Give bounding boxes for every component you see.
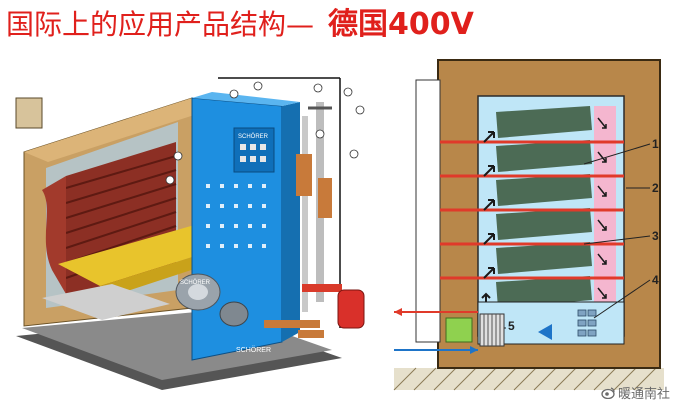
control-panel-dials <box>240 144 266 162</box>
heat-exchanger <box>577 309 597 337</box>
dryer-section-diagram: 1 2 3 4 5 <box>393 59 664 391</box>
supply-pipes <box>394 308 478 354</box>
fan-unit-grille <box>483 314 501 346</box>
duct-flow-arrow <box>538 324 552 340</box>
callout-5: 5 <box>508 319 515 333</box>
wall-socket <box>15 97 43 129</box>
lower-panel <box>42 284 170 320</box>
callout-1: 1 <box>652 137 659 151</box>
callout-4: 4 <box>652 273 659 287</box>
fan-hub <box>188 284 208 300</box>
brand-label-lower: SCHÖRER <box>236 346 271 354</box>
watermark: 暖通南社 <box>601 383 670 402</box>
expansion-tank <box>337 289 365 329</box>
weibo-eye-icon <box>601 387 615 399</box>
return-air-channel <box>594 106 616 332</box>
ground-hatch <box>393 367 657 391</box>
callout-3: 3 <box>652 229 659 243</box>
drying-trays <box>496 106 592 308</box>
left-housing <box>415 79 441 343</box>
callout-leaders <box>504 143 651 329</box>
pipework <box>218 77 342 338</box>
page-title: 国际上的应用产品结构— 德国400V <box>6 2 672 48</box>
title-highlight: 德国400V <box>328 7 474 42</box>
ground-foundation <box>394 368 664 390</box>
front-vent-grid <box>206 184 266 248</box>
brand-label-mid: SCHÖRER <box>180 279 211 286</box>
title-main: 国际上的应用产品结构— <box>6 8 315 41</box>
control-cabinet-top <box>192 92 300 106</box>
motor <box>219 301 249 327</box>
watermark-text: 暖通南社 <box>617 387 670 402</box>
airflow-arrows-right <box>597 117 607 299</box>
control-cabinet-side <box>282 102 300 342</box>
insulated-wall-top <box>24 98 216 162</box>
heater-lines <box>440 140 624 280</box>
callout-2: 2 <box>652 181 659 195</box>
brand-label-top: SCHÖRER <box>238 133 269 140</box>
left-callout-markers <box>165 81 365 185</box>
dryer-cutaway-illustration: SCHÖRER SCHÖRER SCHÖRER <box>15 77 365 390</box>
fan-motor <box>445 317 473 343</box>
